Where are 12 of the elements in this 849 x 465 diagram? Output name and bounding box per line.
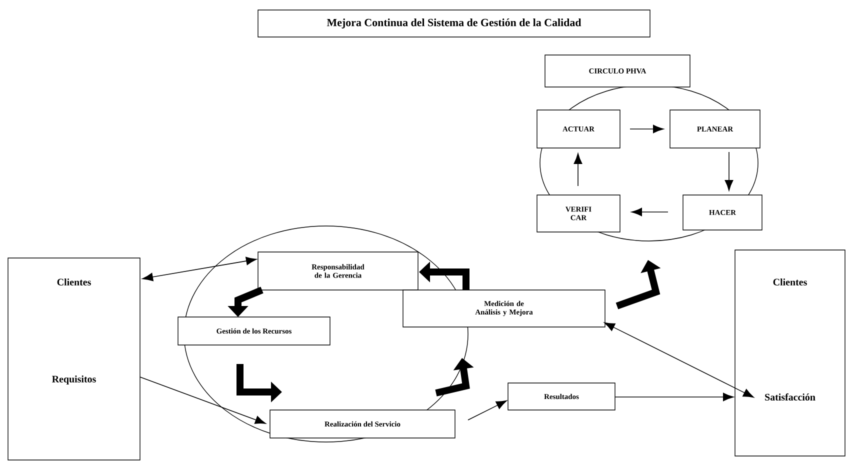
arrow [468,400,507,420]
arrow [142,256,257,282]
arrow [631,208,668,216]
stakeholder-box: Clientes Satisfacción [734,250,846,456]
arrow [614,392,734,402]
arrow [630,124,664,134]
arrow [724,152,734,191]
title-box: Mejora Continua del Sistema de Gestión de la Calidad [258,10,650,38]
stakeholder-box: Clientes Requisitos [8,258,140,460]
arrow [604,322,754,398]
arrow [574,153,582,186]
arrow [140,376,266,424]
